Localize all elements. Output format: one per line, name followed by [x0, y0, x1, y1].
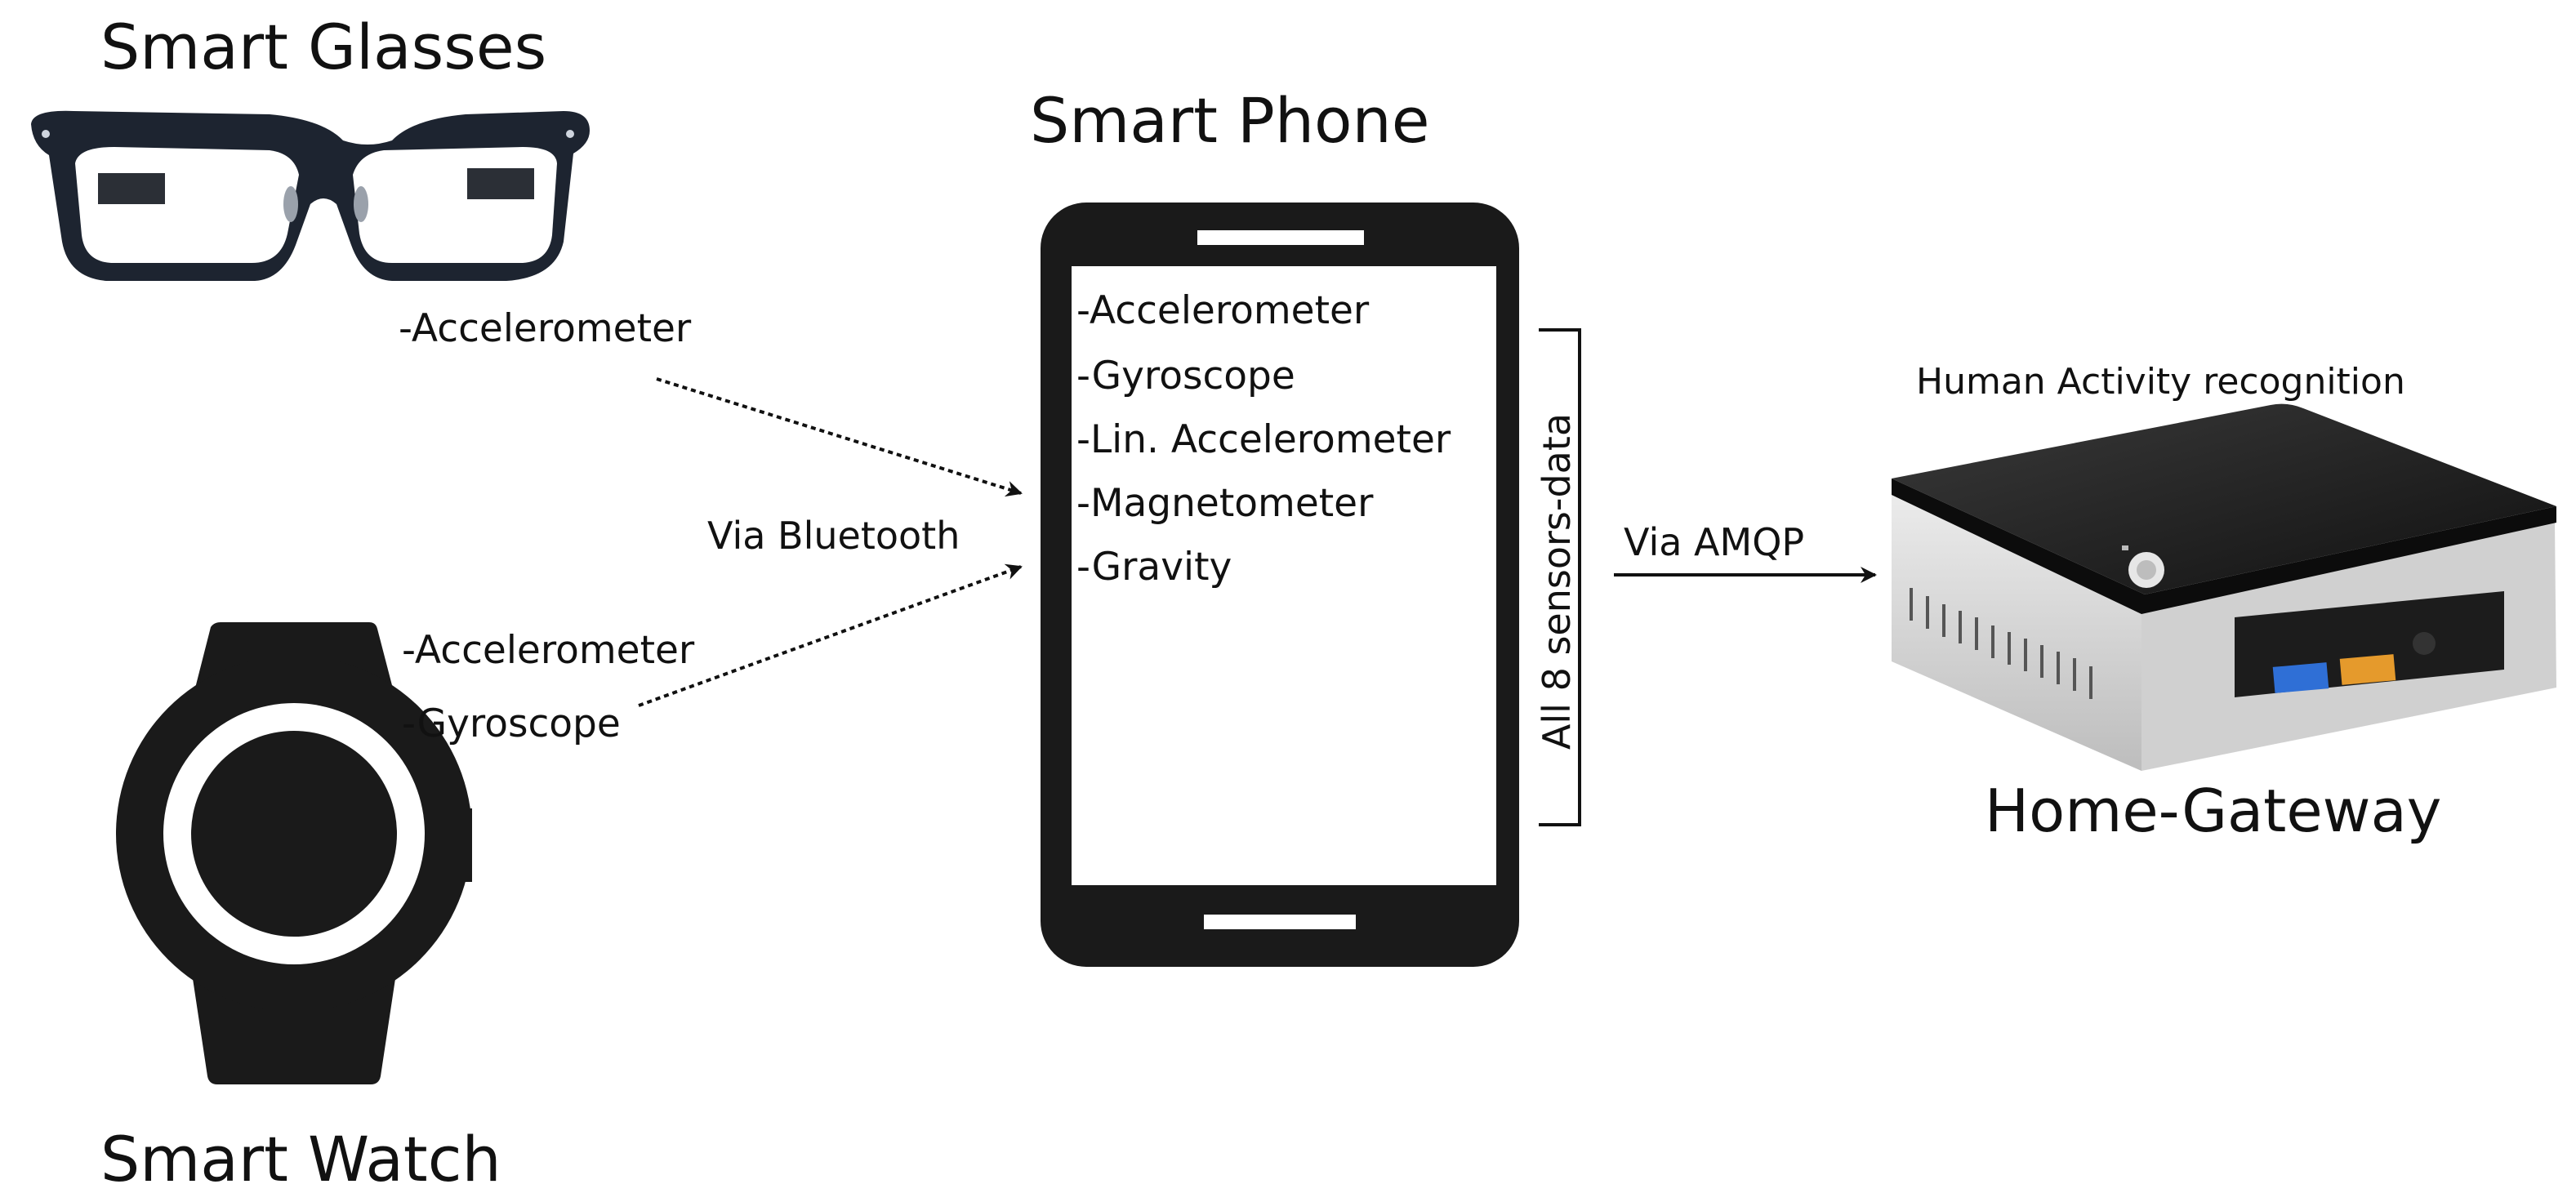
phone-sensor-magnetometer: -Magnetometer	[1076, 481, 1374, 526]
phone-sensor-lin-accelerometer: -Lin. Accelerometer	[1076, 417, 1451, 462]
smart-watch-group: -Accelerometer -Gyroscope Smart Watch	[100, 622, 695, 1195]
smart-watch-icon	[116, 622, 472, 1084]
home-gateway-group: Human Activity recognition	[1892, 361, 2556, 845]
sensors-bracket	[1539, 328, 1581, 826]
phone-sensor-accelerometer: -Accelerometer	[1076, 288, 1370, 333]
smart-phone-title: Smart Phone	[1030, 84, 1429, 157]
human-activity-recognition-label: Human Activity recognition	[1916, 361, 2405, 403]
home-gateway-icon	[1892, 403, 2556, 771]
smart-phone-icon	[1041, 203, 1519, 967]
via-bluetooth-label: Via Bluetooth	[707, 514, 960, 558]
watch-to-phone-arrow	[638, 563, 1023, 707]
via-amqp-label: Via AMQP	[1624, 520, 1804, 564]
phone-sensor-gyroscope: -Gyroscope	[1076, 354, 1295, 398]
watch-sensor-label-1: -Accelerometer	[402, 628, 695, 673]
all-sensors-data-label: All 8 sensors-data	[1535, 413, 1579, 750]
amqp-link: Via AMQP	[1614, 520, 1877, 583]
smart-watch-title: Smart Watch	[100, 1123, 501, 1195]
glasses-to-phone-arrow	[656, 377, 1023, 497]
smart-glasses-icon	[31, 110, 590, 281]
smart-phone-group: Smart Phone -Accelerometer -Gyroscope -L…	[1030, 84, 1581, 967]
smart-glasses-group: Smart Glasses -Accelerometer	[31, 11, 692, 351]
smart-glasses-title: Smart Glasses	[100, 11, 546, 83]
watch-sensor-label-2: -Gyroscope	[402, 701, 621, 746]
glasses-sensor-label: -Accelerometer	[399, 306, 692, 351]
phone-sensor-gravity: -Gravity	[1076, 545, 1232, 590]
bluetooth-links: Via Bluetooth	[638, 377, 1023, 707]
home-gateway-title: Home-Gateway	[1985, 777, 2441, 845]
